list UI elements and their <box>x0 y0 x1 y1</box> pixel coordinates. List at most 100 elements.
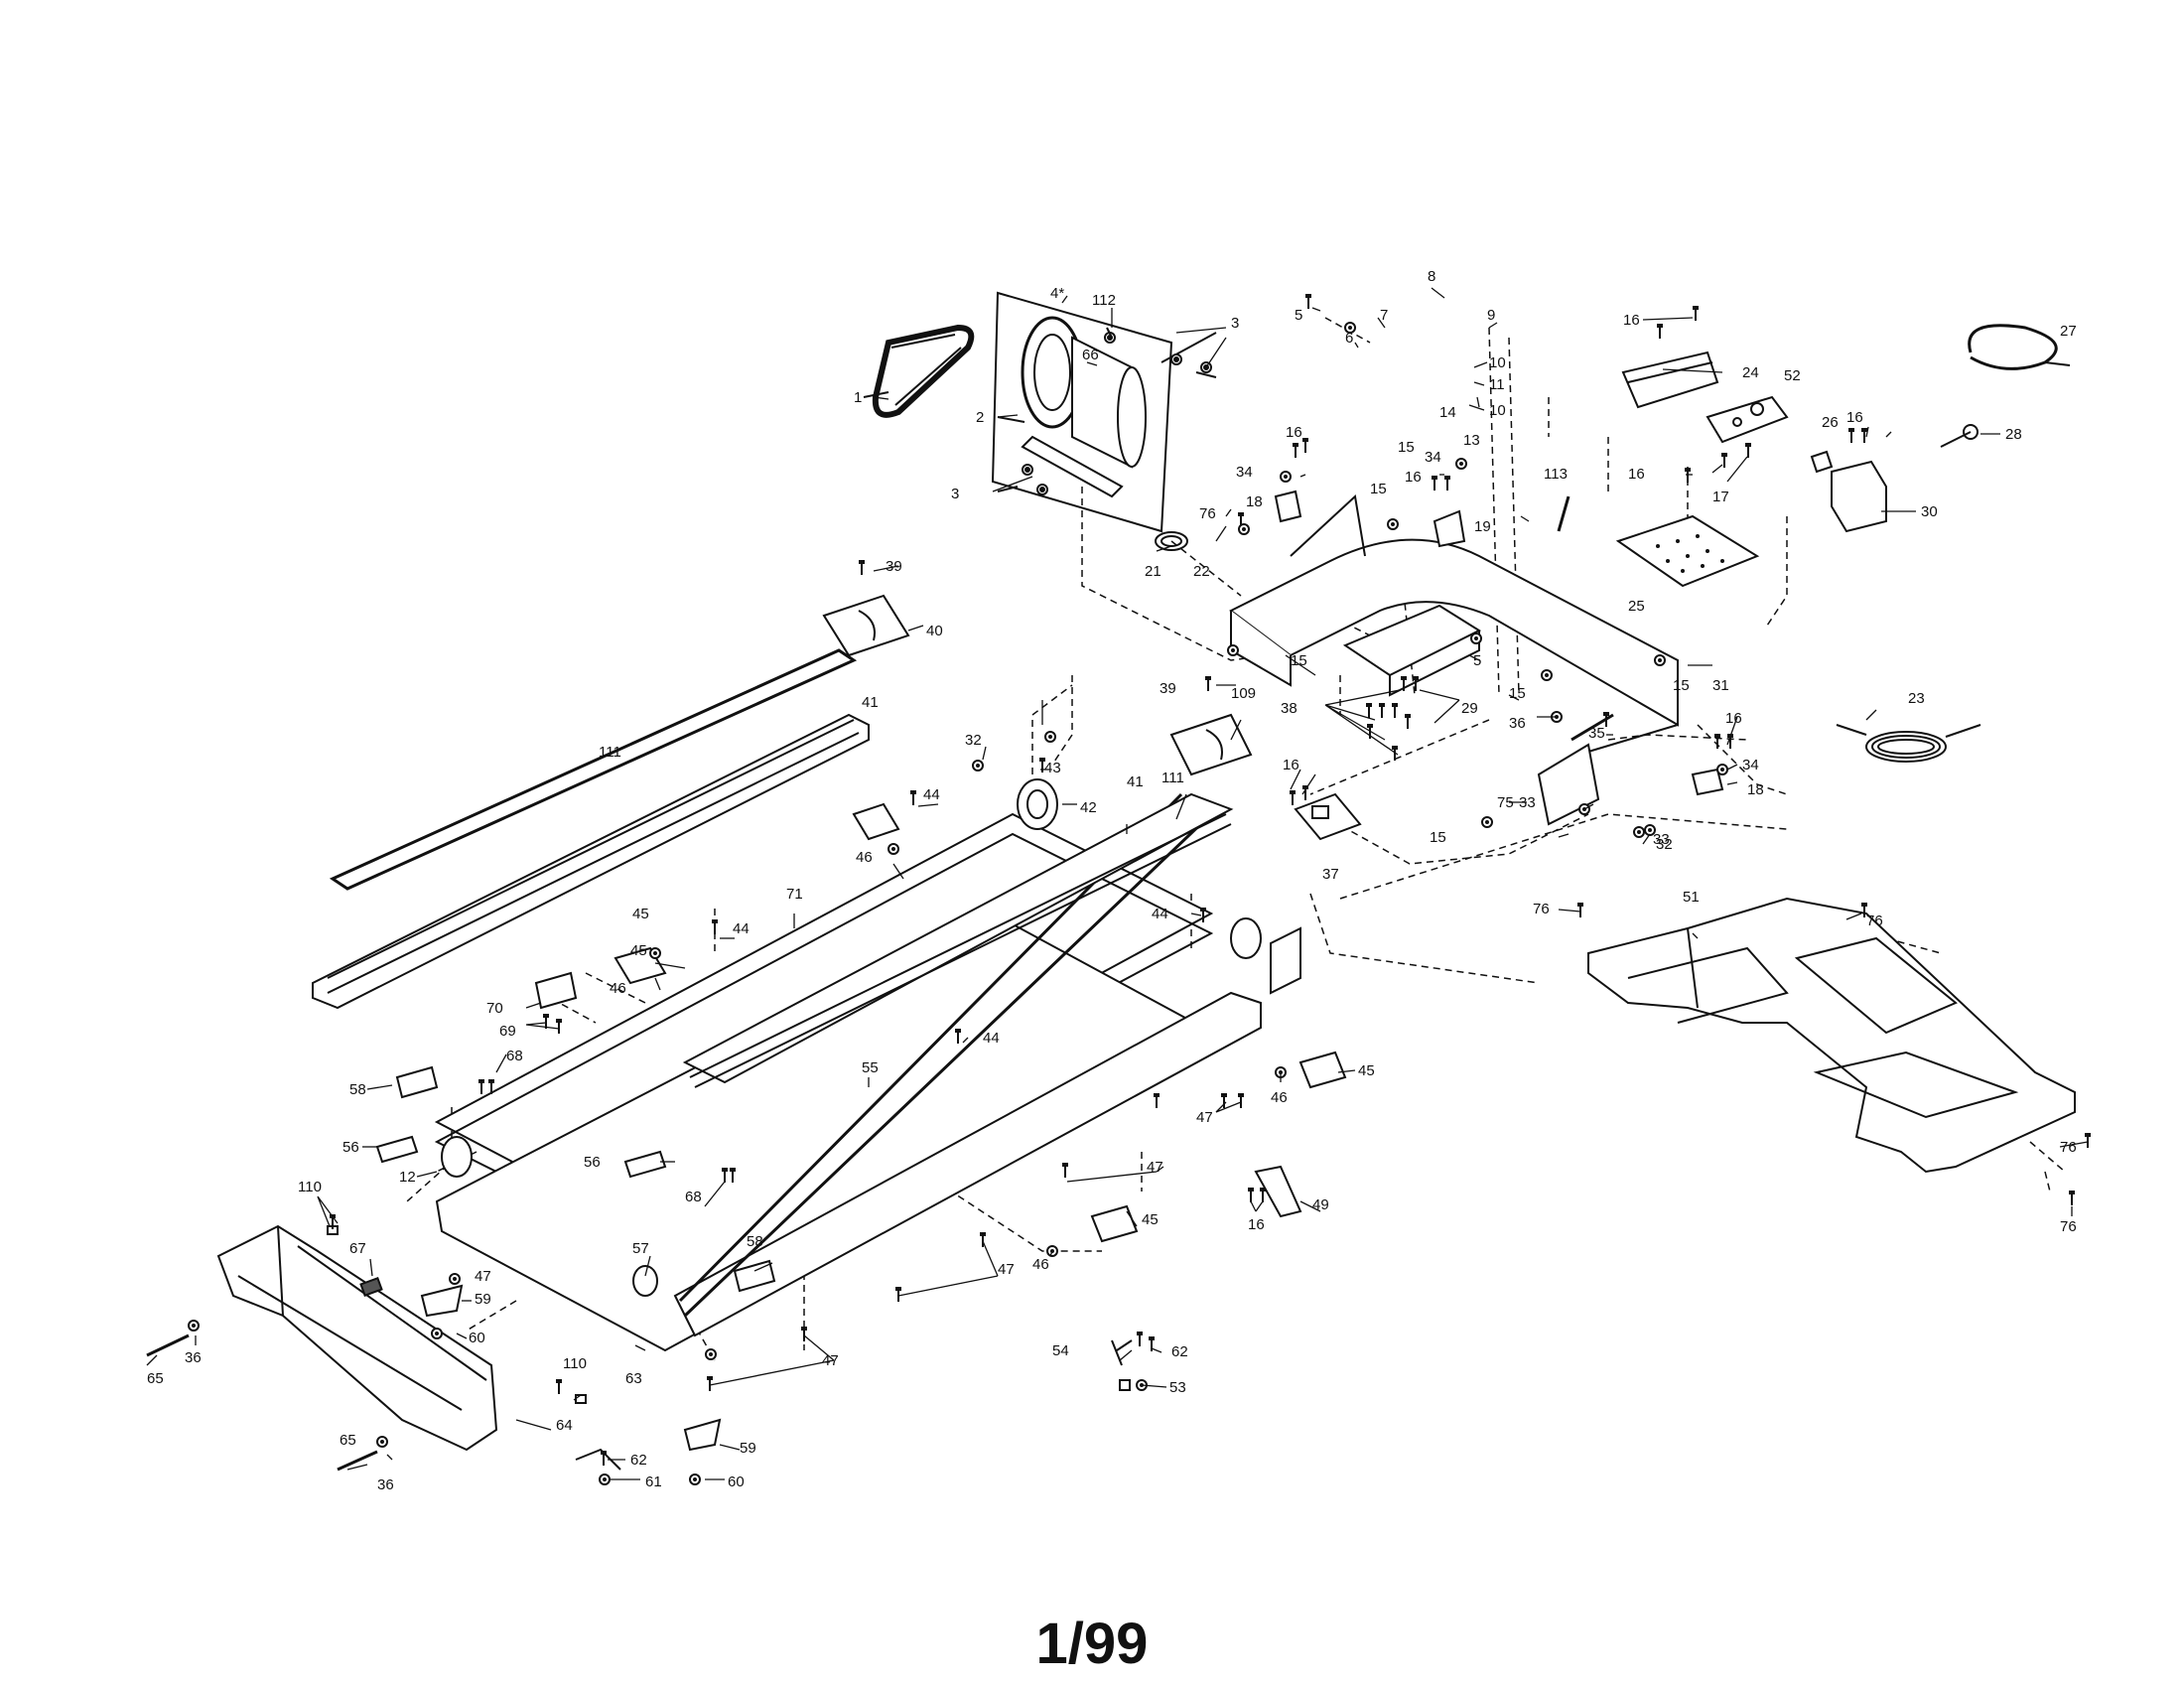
part-label: 65 <box>147 1370 164 1387</box>
grille-67 <box>359 1277 383 1297</box>
electronics-group <box>1615 324 2071 763</box>
part-label: 60 <box>728 1474 745 1490</box>
part-label: 47 <box>475 1268 491 1285</box>
part-label: 36 <box>185 1349 202 1366</box>
part-label: 44 <box>733 920 750 937</box>
part-label: 16 <box>1405 469 1422 486</box>
safety-key-61 <box>575 1448 621 1471</box>
part-label: 62 <box>1171 1343 1188 1360</box>
part-label: 52 <box>1784 367 1801 384</box>
circuit-breaker-26 <box>1810 450 1834 474</box>
part-label: 13 <box>1463 432 1480 449</box>
part-label: 27 <box>2060 323 2077 340</box>
part-label: 111 <box>1161 770 1184 786</box>
part-label: 39 <box>886 558 902 575</box>
part-label: 66 <box>1082 347 1099 363</box>
part-label: 62 <box>630 1452 647 1469</box>
part-label: 15 <box>1430 829 1446 846</box>
part-label: 21 <box>1145 563 1161 580</box>
part-label: 68 <box>506 1048 523 1064</box>
right-rail <box>673 991 1262 1337</box>
part-label: 47 <box>998 1261 1015 1278</box>
clip-56b <box>623 1150 667 1179</box>
part-label: 16 <box>1846 409 1863 426</box>
foot-45a <box>852 802 900 841</box>
clip-110b <box>575 1394 587 1404</box>
part-label: 34 <box>1425 449 1441 466</box>
part-label: 34 <box>1236 464 1253 481</box>
part-label: 37 <box>1322 866 1339 883</box>
guard-58a <box>395 1065 439 1099</box>
part-label: 76 <box>2060 1139 2077 1156</box>
part-label: 29 <box>1461 700 1478 717</box>
part-label: 75 <box>1497 794 1514 811</box>
front-base-64 <box>216 1224 498 1452</box>
part-label: 69 <box>499 1023 516 1040</box>
leader-lines <box>146 287 2089 1480</box>
part-label: 6 <box>1345 330 1353 347</box>
part-label: 47 <box>822 1352 839 1369</box>
part-label: 15 <box>1398 439 1415 456</box>
part-label: 30 <box>1921 503 1938 520</box>
part-label: 33 <box>1653 831 1670 848</box>
part-label: 16 <box>1623 312 1640 329</box>
part-label: 1 <box>854 389 862 406</box>
part-label: 59 <box>740 1440 756 1457</box>
part-label: 45 <box>1142 1211 1159 1228</box>
part-label: 15 <box>1370 481 1387 497</box>
part-label: 45 <box>630 942 647 959</box>
part-label: 46 <box>610 980 626 997</box>
part-label: 76 <box>1199 505 1216 522</box>
drive-belt <box>872 324 975 418</box>
part-label: 2 <box>976 409 984 426</box>
part-label: 59 <box>475 1291 491 1308</box>
part-label: 18 <box>1747 781 1764 798</box>
part-label: 22 <box>1193 563 1210 580</box>
part-label: 112 <box>1092 292 1116 309</box>
part-label: 14 <box>1439 404 1456 421</box>
circuit-board-52 <box>1706 395 1789 444</box>
foot-45d <box>1090 1204 1139 1243</box>
dashed-alignment-lines <box>406 317 2066 1391</box>
base-plate-25 <box>1615 514 1760 588</box>
part-label: 64 <box>556 1417 573 1434</box>
power-cord-27 <box>1968 324 2058 370</box>
part-label: 111 <box>599 744 621 761</box>
side-rail-left <box>312 648 870 1010</box>
part-label: 44 <box>983 1030 1000 1047</box>
part-label: 53 <box>1169 1379 1186 1396</box>
part-label: 58 <box>349 1081 366 1098</box>
part-label: 113 <box>1544 466 1568 483</box>
page-number: 1/99 <box>1035 1612 1149 1676</box>
bracket-18b <box>1691 768 1724 796</box>
deck-assembly <box>434 778 1301 1352</box>
part-label: 45 <box>1358 1062 1375 1079</box>
part-label: 3 <box>951 486 959 502</box>
gusset-19 <box>1290 494 1366 557</box>
part-label: 38 <box>1281 700 1297 717</box>
part-label: 45 <box>632 906 649 922</box>
cover-40 <box>822 594 910 657</box>
part-labels: 1 2 3 3 4* 112 66 5 6 7 8 9 10 11 10 13 … <box>147 268 2077 1493</box>
part-label: 42 <box>1080 799 1097 816</box>
part-label: 10 <box>1489 402 1506 419</box>
part-label: 3 <box>1231 315 1239 332</box>
long-bolts <box>146 495 1614 1472</box>
guard-58b <box>733 1259 776 1293</box>
part-label: 46 <box>856 849 873 866</box>
part-label: 19 <box>1474 518 1491 535</box>
part-label: 65 <box>340 1432 356 1449</box>
part-label: 46 <box>1271 1089 1288 1106</box>
part-label: 24 <box>1742 364 1759 381</box>
part-label: 4* <box>1050 285 1064 302</box>
part-label: 12 <box>399 1169 416 1186</box>
part-label: 56 <box>584 1154 601 1171</box>
part-label: 34 <box>1742 757 1759 773</box>
part-label: 76 <box>2060 1218 2077 1235</box>
part-label: 18 <box>1246 493 1263 510</box>
part-label: 76 <box>1866 912 1883 929</box>
part-label: 15 <box>1509 685 1526 702</box>
part-label: 110 <box>298 1179 322 1195</box>
part-label: 109 <box>1231 685 1256 702</box>
part-label: 5 <box>1295 307 1302 324</box>
